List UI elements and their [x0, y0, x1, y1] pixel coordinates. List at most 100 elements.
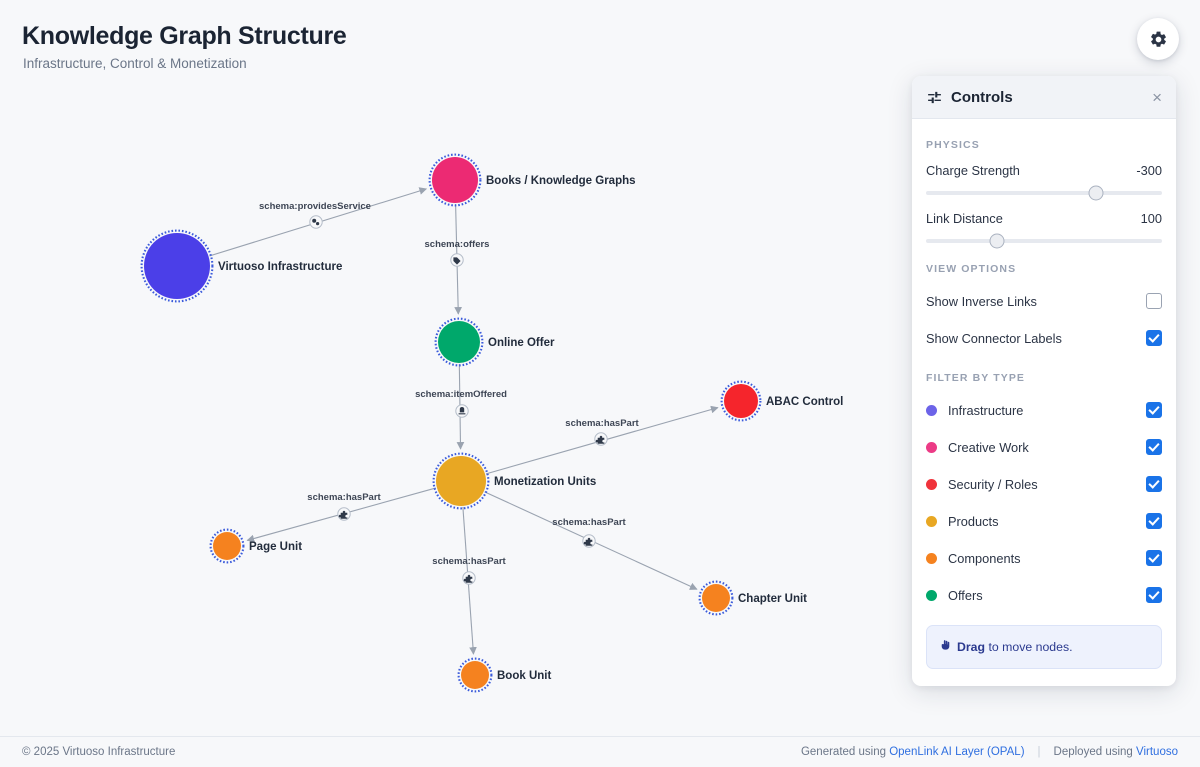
edge-label: schema:providesService [259, 201, 371, 212]
footer-separator: | [1037, 746, 1041, 758]
controls-panel-title: Controls [951, 88, 1013, 106]
node-circle[interactable] [702, 584, 730, 612]
checkbox[interactable] [1146, 550, 1162, 566]
graph-node-book[interactable]: Book Unit [457, 657, 552, 693]
footer-deployed-prefix: Deployed using [1053, 746, 1133, 758]
graph-node-books[interactable]: Books / Knowledge Graphs [428, 153, 636, 207]
checkbox[interactable] [1146, 330, 1162, 346]
node-label: Page Unit [249, 541, 302, 553]
slider-charge-strength[interactable]: Charge Strength -300 [926, 163, 1162, 201]
hand-offer-icon [458, 406, 466, 415]
checkbox[interactable] [1146, 513, 1162, 529]
node-circle[interactable] [436, 456, 486, 506]
edge-label: schema:hasPart [552, 517, 626, 528]
slider-value: 100 [1140, 211, 1162, 226]
view-options-section-heading: View Options [926, 263, 1017, 275]
slider-value: -300 [1136, 163, 1162, 178]
slider-link-distance[interactable]: Link Distance 100 [926, 211, 1162, 249]
puzzle-icon [583, 537, 593, 546]
drag-hint-box: Drag to move nodes. [926, 625, 1162, 670]
legend-color-dot [926, 589, 937, 601]
node-circle[interactable] [213, 532, 241, 560]
puzzle-icon [595, 435, 605, 444]
slider-thumb[interactable] [1088, 185, 1104, 201]
checkbox[interactable] [1146, 439, 1162, 455]
node-circle[interactable] [438, 321, 480, 363]
filter-type-label: Offers [948, 587, 983, 603]
filter-type-label: Creative Work [948, 439, 1029, 455]
page-header: Knowledge Graph Structure Infrastructure… [0, 0, 1200, 86]
filter-type-infrastructure[interactable]: Infrastructure [926, 396, 1162, 424]
pointing-hand-icon [939, 636, 952, 658]
view-option-show-inverse-links[interactable]: Show Inverse Links [926, 287, 1162, 315]
filter-type-components[interactable]: Components [926, 544, 1162, 572]
double-gear-icon [312, 218, 320, 226]
knowledge-graph[interactable]: schema:providesService schema:offers schem… [0, 86, 1200, 736]
virtuoso-link[interactable]: Virtuoso [1136, 746, 1178, 758]
filter-type-label: Infrastructure [948, 402, 1024, 418]
filter-by-type-section-heading: Filter by Type [926, 372, 1026, 384]
filter-type-label: Products [948, 513, 999, 529]
edges-layer: schema:providesService schema:offers schem… [209, 187, 719, 655]
checkbox[interactable] [1146, 402, 1162, 418]
node-circle[interactable] [724, 384, 758, 418]
node-label: Online Offer [488, 337, 555, 349]
puzzle-icon [338, 510, 348, 519]
filter-type-label: Components [948, 550, 1021, 566]
node-label: Books / Knowledge Graphs [486, 175, 636, 187]
page-title: Knowledge Graph Structure [22, 22, 347, 50]
slider-label: Charge Strength [926, 163, 1020, 178]
edge-label: schema:hasPart [307, 492, 381, 503]
graph-node-offer[interactable]: Online Offer [434, 317, 555, 367]
filter-type-offers[interactable]: Offers [926, 581, 1162, 609]
edge-label: schema:hasPart [432, 556, 506, 567]
edge-badge[interactable] [309, 215, 323, 229]
footer-credits: Generated using OpenLink AI Layer (OPAL)… [801, 746, 1178, 758]
graph-node-abac[interactable]: ABAC Control [720, 380, 844, 422]
checkbox[interactable] [1146, 476, 1162, 492]
filter-type-label: Security / Roles [948, 476, 1038, 492]
slider-thumb[interactable] [989, 233, 1005, 249]
legend-color-dot [926, 478, 937, 490]
sliders-icon [928, 91, 941, 103]
puzzle-icon [463, 574, 473, 583]
checkbox[interactable] [1146, 293, 1162, 309]
filter-type-creative-work[interactable]: Creative Work [926, 433, 1162, 461]
edge-label: schema:hasPart [565, 418, 639, 429]
slider-track[interactable] [926, 233, 1162, 249]
slider-label: Link Distance [926, 211, 1003, 226]
nodes-layer[interactable]: Virtuoso Infrastructure Books / Knowledge… [140, 153, 844, 693]
close-icon[interactable]: × [1152, 87, 1162, 107]
settings-gear-button[interactable] [1137, 18, 1179, 60]
node-label: Chapter Unit [738, 593, 807, 605]
graph-node-virtuoso[interactable]: Virtuoso Infrastructure [140, 229, 343, 303]
graph-node-page[interactable]: Page Unit [209, 528, 303, 564]
legend-color-dot [926, 404, 937, 416]
controls-panel[interactable]: Controls × Physics Charge Strength-300Li… [912, 76, 1176, 686]
node-label: ABAC Control [766, 396, 843, 408]
node-circle[interactable] [144, 233, 210, 299]
graph-node-chapter[interactable]: Chapter Unit [698, 580, 808, 616]
opal-link[interactable]: OpenLink AI Layer (OPAL) [889, 746, 1025, 758]
edge-label: schema:offers [425, 239, 490, 250]
page-footer: © 2025 Virtuoso Infrastructure Generated… [0, 736, 1200, 767]
graph-node-monet[interactable]: Monetization Units [432, 452, 597, 510]
tag-icon [453, 257, 461, 265]
gear-icon [1150, 31, 1166, 47]
page-subtitle: Infrastructure, Control & Monetization [23, 56, 247, 71]
node-circle[interactable] [461, 661, 489, 689]
filter-type-products[interactable]: Products [926, 507, 1162, 535]
node-label: Book Unit [497, 670, 551, 682]
controls-panel-header: Controls × [912, 76, 1176, 119]
view-option-label: Show Connector Labels [926, 330, 1062, 346]
view-option-show-connector-labels[interactable]: Show Connector Labels [926, 324, 1162, 352]
filter-type-security-roles[interactable]: Security / Roles [926, 470, 1162, 498]
node-circle[interactable] [432, 157, 478, 203]
slider-track[interactable] [926, 185, 1162, 201]
checkbox[interactable] [1146, 587, 1162, 603]
footer-generated-prefix: Generated using [800, 746, 887, 758]
